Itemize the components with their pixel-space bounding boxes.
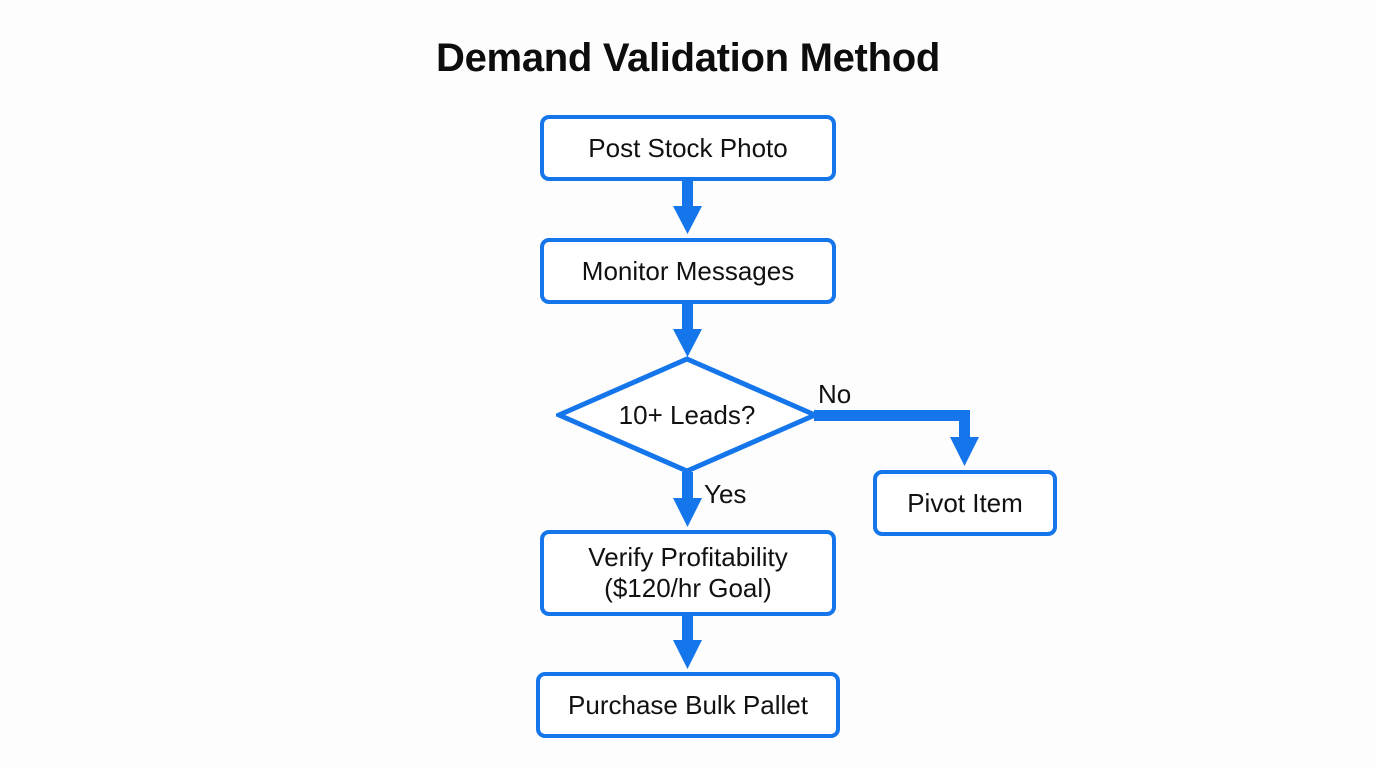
flow-node-purchase-bulk-pallet[interactable]: Purchase Bulk Pallet: [536, 672, 840, 738]
flow-node-monitor-messages[interactable]: Monitor Messages: [540, 238, 836, 304]
flow-node-label: Post Stock Photo: [588, 132, 788, 163]
edge-decision-leads-to-verify-profitability: [673, 472, 702, 527]
edge-post-stock-photo-to-monitor-messages: [673, 181, 702, 234]
flow-node-post-stock-photo[interactable]: Post Stock Photo: [540, 115, 836, 181]
flow-node-verify-profitability[interactable]: Verify Profitability ($120/hr Goal): [540, 530, 836, 616]
page-title: Demand Validation Method: [436, 36, 940, 80]
edge-monitor-messages-to-decision-leads: [673, 304, 702, 357]
edge-label-yes: Yes: [704, 479, 747, 509]
edge-verify-profitability-to-purchase-bulk-pallet: [673, 616, 702, 669]
flow-node-label: 10+ Leads?: [618, 399, 756, 430]
flow-node-label: Pivot Item: [907, 487, 1023, 518]
flow-node-pivot-item[interactable]: Pivot Item: [873, 470, 1057, 536]
flow-node-label: Purchase Bulk Pallet: [568, 689, 808, 720]
edge-label-no: No: [818, 379, 852, 409]
diamond-shape: [556, 356, 818, 474]
edge-decision-leads-to-pivot-item: [814, 410, 979, 466]
flow-node-label: Monitor Messages: [581, 255, 795, 286]
flow-node-decision-leads[interactable]: 10+ Leads?: [556, 356, 818, 474]
flow-node-label: Verify Profitability ($120/hr Goal): [588, 542, 788, 603]
